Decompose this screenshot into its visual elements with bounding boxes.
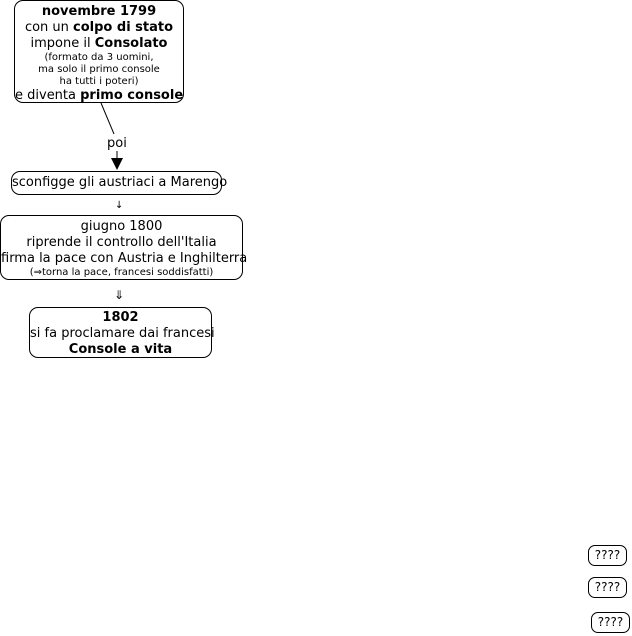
node-1800-line3: firma la pace con Austria e Inghilterra [1,251,248,266]
node-marengo-text: sconfigge gli austriaci a Marengo [12,175,228,190]
double-arrow-down-icon: ⇓ [114,288,125,302]
node-marengo[interactable]: sconfigge gli austriaci a Marengo [11,171,227,195]
node-1800-line2: riprende il controllo dell'Italia [26,235,217,250]
arrowhead-marengo [111,158,123,170]
node-1800-line4: (⇒torna la pace, francesi soddisfatti) [29,267,214,278]
arrow-down-icon: ↓ [115,200,124,211]
node-1799-line3: impone il Consolato [30,36,168,51]
placeholder-node[interactable]: ???? [591,612,630,633]
node-1802-line3: Console a vita [68,342,173,357]
node-1799-line6: ha tutti i poteri) [59,76,139,87]
node-1802-line2: si fa proclamare dai francesi [30,326,215,341]
node-1799-line2: con un colpo di stato [24,20,174,35]
node-1799-line5: ma solo il primo console [38,64,160,75]
node-1802-title: 1802 [102,310,139,325]
node-giugno-1800[interactable]: giugno 1800 riprende il controllo dell'I… [0,215,248,280]
node-novembre-1799[interactable]: novembre 1799 con un colpo di stato impo… [14,0,184,103]
node-1802[interactable]: 1802 si fa proclamare dai francesi Conso… [29,307,215,358]
placeholder-node[interactable]: ???? [588,545,627,566]
node-1799-title: novembre 1799 [41,4,157,19]
connector-1799-poi [100,102,115,135]
placeholder-node[interactable]: ???? [588,577,627,598]
node-1800-title: giugno 1800 [80,219,163,234]
node-1799-line4: (formato da 3 uomini, [44,52,154,63]
node-1799-line7: e diventa primo console [15,88,184,103]
link-label-poi: poi [107,136,127,151]
